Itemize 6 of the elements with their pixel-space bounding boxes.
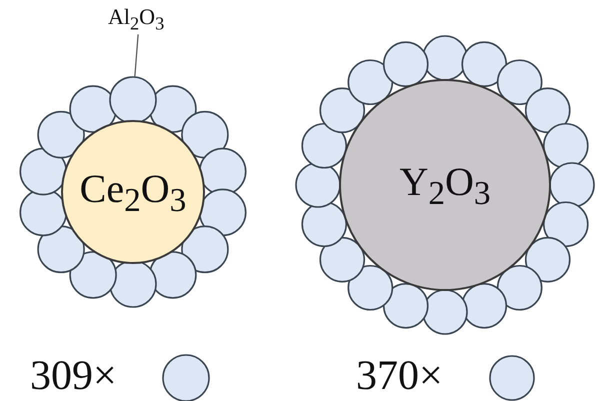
particle-count: 309× bbox=[30, 352, 117, 400]
leader-line bbox=[134, 34, 139, 78]
particle-label: Al$_{2}$O$_{3}$ bbox=[108, 4, 164, 34]
core-label: Y$_{2}$O$_{3}$ bbox=[399, 158, 491, 212]
particle-count: 370× bbox=[356, 352, 443, 400]
core-label: Ce$_{2}$O$_{3}$ bbox=[80, 164, 186, 220]
